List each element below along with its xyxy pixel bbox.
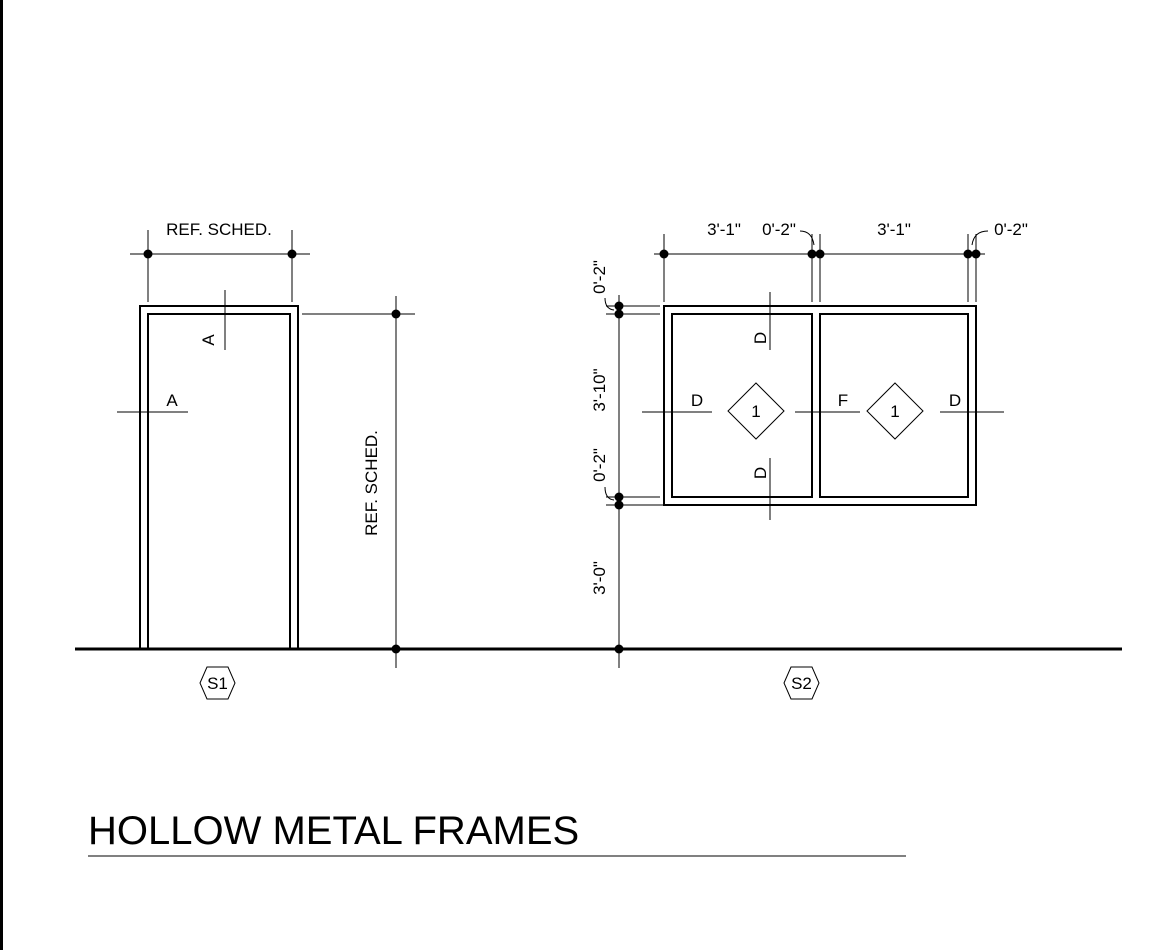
window-pane-right	[819, 313, 969, 498]
s2-dim-mullion: 0'-2"	[762, 220, 796, 239]
s1-width-label: REF. SCHED.	[166, 220, 272, 239]
glazing-tag-right-label: 1	[890, 402, 899, 421]
s1-elevation-tag: S1	[199, 666, 236, 700]
s2-dim-pane-right: 3'-1"	[877, 220, 911, 239]
s2-dim-head: 0'-2"	[590, 260, 609, 294]
hexagon-tag-icon	[783, 666, 820, 700]
s2-dim-sill-height: 3'-0"	[590, 561, 609, 595]
window-frame-outer	[663, 305, 977, 506]
s2-glazing-tag-right: 1	[866, 382, 924, 440]
s1-section-side-label: A	[166, 391, 178, 410]
s1-width-dimension: REF. SCHED.	[130, 220, 310, 302]
s2-tag-label: S2	[791, 674, 812, 693]
s2-dim-jamb-right: 0'-2"	[994, 220, 1028, 239]
s2-vertical-dimension: 0'-2" 3'-10" 0'-2" 3'-0"	[590, 260, 680, 668]
s1-section-cuts: A A	[117, 290, 226, 413]
hexagon-tag-icon	[199, 666, 236, 700]
s1-height-dimension: REF. SCHED.	[302, 296, 415, 668]
s2-section-cuts: D D D F D	[642, 292, 1004, 520]
window-frame-s2	[663, 305, 977, 506]
drawing-title: HOLLOW METAL FRAMES	[88, 809, 579, 853]
s2-top-dimension: 3'-1" 0'-2" 3'-1" 0'-2"	[654, 220, 1028, 302]
s2-section-right-label: D	[949, 391, 961, 410]
s2-dim-pane-left: 3'-1"	[707, 220, 741, 239]
door-frame-inner	[147, 313, 291, 649]
s2-section-mullion-label: F	[838, 391, 848, 410]
s2-dim-sill: 0'-2"	[590, 448, 609, 482]
drawing-title-block: HOLLOW METAL FRAMES	[88, 809, 906, 857]
door-frame-outer	[139, 305, 299, 649]
window-pane-left	[671, 313, 813, 498]
s1-height-label: REF. SCHED.	[362, 430, 381, 536]
s1-section-top-label: A	[199, 334, 218, 346]
s2-section-bottom-label: D	[751, 467, 770, 479]
s1-tag-label: S1	[207, 674, 228, 693]
diamond-tag-icon	[727, 382, 785, 440]
s2-section-top-label: D	[751, 332, 770, 344]
s2-dim-glass-height: 3'-10"	[590, 368, 609, 411]
s2-section-left-label: D	[691, 391, 703, 410]
s2-elevation-tag: S2	[783, 666, 820, 700]
s2-glazing-tag-left: 1	[727, 382, 785, 440]
diamond-tag-icon	[866, 382, 924, 440]
glazing-tag-left-label: 1	[751, 402, 760, 421]
door-frame-s1	[139, 305, 299, 649]
